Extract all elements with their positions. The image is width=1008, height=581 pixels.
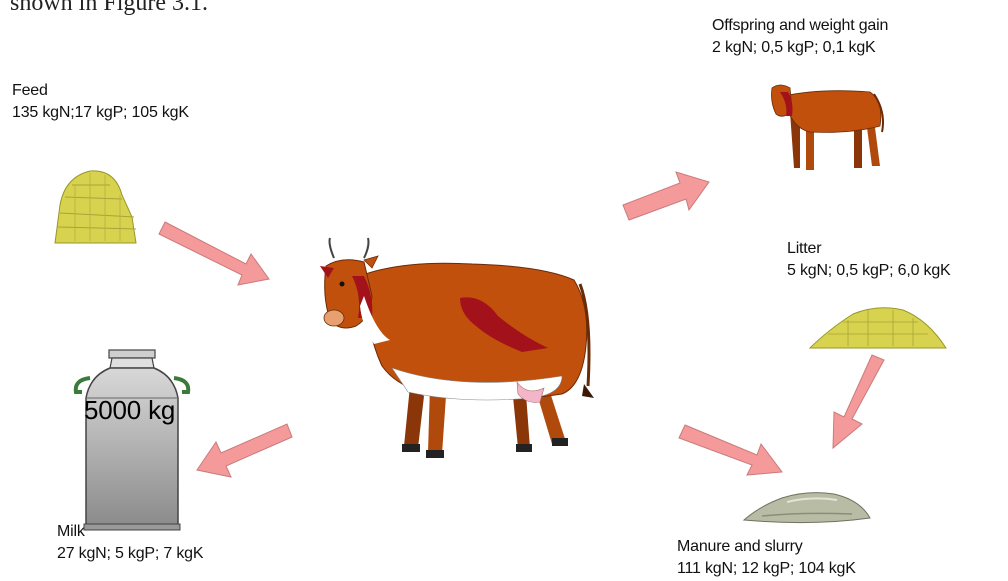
arrow-litter-to-manure bbox=[0, 0, 1008, 581]
nutrient-balance-diagram: shown in Figure 3.1. Feed 135 kgN;17 kgP… bbox=[0, 0, 1008, 581]
